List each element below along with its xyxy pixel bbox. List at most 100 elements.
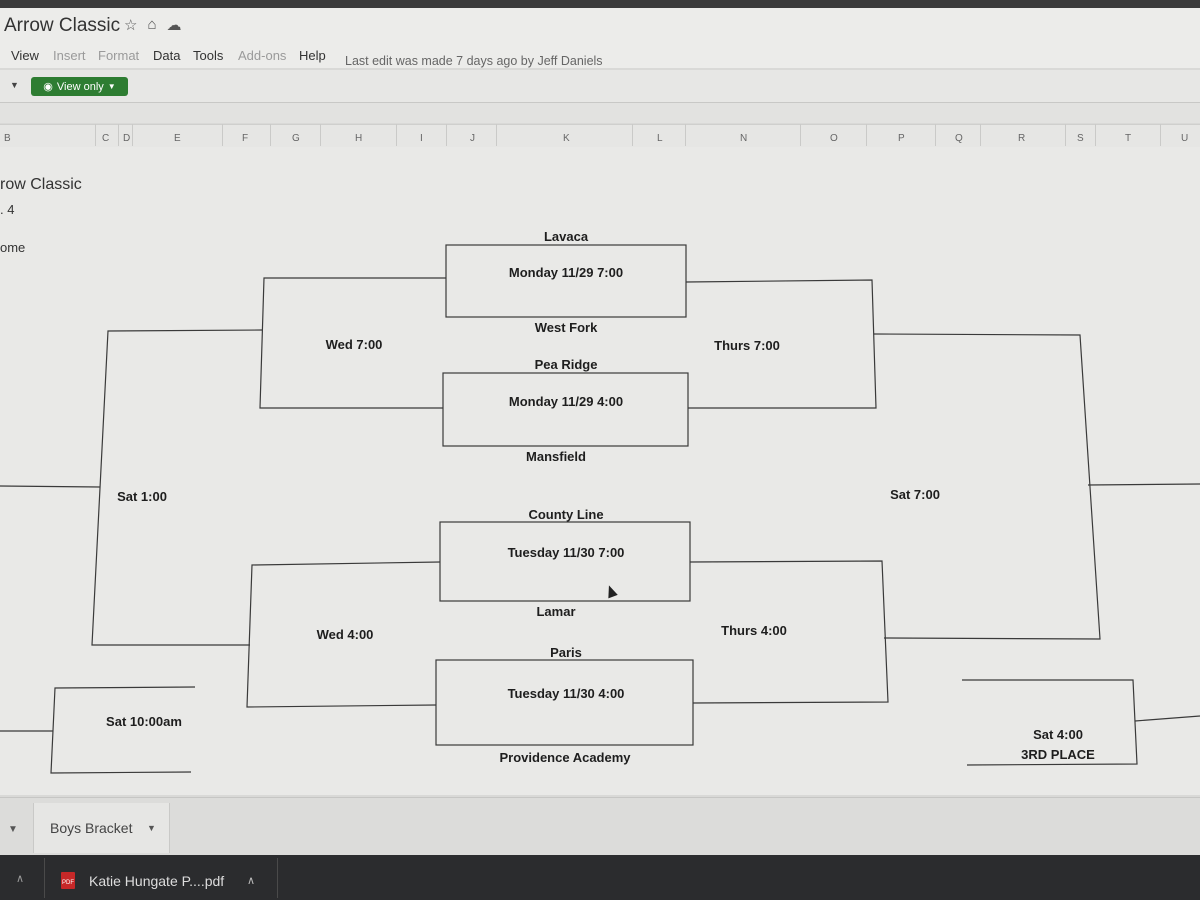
chevron-up-icon[interactable]: ∧ bbox=[16, 873, 25, 885]
menu-item-view[interactable]: View bbox=[11, 48, 39, 63]
column-divider[interactable] bbox=[632, 124, 633, 146]
column-header-e[interactable]: E bbox=[174, 133, 181, 144]
game-tue-400[interactable]: Tuesday 11/30 4:00 bbox=[507, 686, 625, 701]
sheet-tab-bar bbox=[0, 797, 1200, 856]
team-lamar[interactable]: Lamar bbox=[536, 604, 576, 619]
sheet-title-cell[interactable]: row Classic bbox=[0, 176, 82, 193]
game-wed-400[interactable]: Wed 4:00 bbox=[316, 627, 374, 642]
game-sat-700[interactable]: Sat 7:00 bbox=[890, 487, 940, 502]
bracket-thu-400 bbox=[689, 560, 889, 704]
sheet-grid[interactable] bbox=[0, 147, 1200, 795]
column-header-o[interactable]: O bbox=[830, 133, 838, 144]
tab-boys-bracket-label[interactable]: Boys Bracket bbox=[50, 820, 133, 836]
star-icon[interactable]: ☆ bbox=[124, 17, 138, 34]
column-header-n[interactable]: N bbox=[740, 133, 748, 144]
column-header-b[interactable]: B bbox=[4, 133, 11, 144]
bracket-sat-400 bbox=[962, 679, 1138, 766]
bracket-sat-700 bbox=[873, 333, 1101, 640]
menu-item-help[interactable]: Help bbox=[299, 48, 326, 63]
download-file-name[interactable]: Katie Hungate P....pdf bbox=[89, 873, 225, 889]
chevron-down-icon[interactable]: ▼ bbox=[147, 823, 156, 833]
column-divider[interactable] bbox=[800, 124, 801, 146]
menu-item-data[interactable]: Data bbox=[153, 48, 181, 63]
menu-item-add-ons[interactable]: Add-ons bbox=[238, 48, 287, 63]
game-mon-700[interactable]: Monday 11/29 7:00 bbox=[508, 265, 624, 280]
column-header-r[interactable]: R bbox=[1018, 133, 1026, 144]
column-divider[interactable] bbox=[95, 124, 96, 146]
team-county-line[interactable]: County Line bbox=[528, 507, 604, 522]
menu-bar bbox=[0, 44, 1200, 68]
column-divider[interactable] bbox=[222, 124, 223, 146]
game-sat-400[interactable]: Sat 4:00 bbox=[1033, 727, 1083, 742]
game-sat-1000[interactable]: Sat 10:00am bbox=[106, 714, 182, 729]
game-thu-700[interactable]: Thurs 7:00 bbox=[714, 338, 780, 353]
column-header-p[interactable]: P bbox=[898, 133, 905, 144]
title-bar bbox=[0, 8, 1200, 48]
game-wed-700[interactable]: Wed 7:00 bbox=[325, 337, 383, 352]
divider bbox=[277, 858, 278, 898]
cloud-status-icon[interactable]: ☁ bbox=[166, 17, 182, 34]
chevron-down-icon: ▼ bbox=[107, 82, 116, 91]
column-header-f[interactable]: F bbox=[242, 133, 249, 144]
column-divider[interactable] bbox=[396, 124, 397, 146]
team-west-fork[interactable]: West Fork bbox=[534, 320, 598, 335]
game-sat-100[interactable]: Sat 1:00 bbox=[117, 489, 167, 504]
column-header-i[interactable]: I bbox=[420, 133, 423, 144]
team-paris[interactable]: Paris bbox=[550, 645, 582, 660]
chevron-down-icon[interactable]: ▼ bbox=[8, 824, 18, 835]
move-to-drive-icon[interactable]: ⌂ bbox=[147, 16, 157, 33]
team-mansfield[interactable]: Mansfield bbox=[526, 449, 586, 464]
team-pea-ridge[interactable]: Pea Ridge bbox=[534, 357, 598, 372]
pdf-file-icon: PDF bbox=[61, 872, 75, 889]
tab-boys-bracket[interactable] bbox=[33, 803, 170, 853]
column-divider[interactable] bbox=[1160, 124, 1161, 146]
title-icons: ☆ ⌂ ☁ bbox=[124, 16, 182, 34]
column-header-q[interactable]: Q bbox=[955, 133, 963, 144]
game-tue-700[interactable]: Tuesday 11/30 7:00 bbox=[507, 545, 625, 560]
column-header-j[interactable]: J bbox=[470, 133, 475, 144]
column-divider[interactable] bbox=[685, 124, 686, 146]
game-box-tue-400 bbox=[435, 659, 694, 746]
menu-item-format[interactable]: Format bbox=[98, 48, 140, 63]
column-header-t[interactable]: T bbox=[1125, 133, 1132, 144]
game-third-place[interactable]: 3RD PLACE bbox=[1021, 747, 1095, 762]
column-divider[interactable] bbox=[446, 124, 447, 146]
column-divider[interactable] bbox=[270, 124, 271, 146]
view-only-button[interactable]: ◉ View only ▼ bbox=[31, 77, 128, 96]
bracket-line-left-out bbox=[0, 485, 101, 488]
column-divider[interactable] bbox=[980, 124, 981, 146]
game-mon-400[interactable]: Monday 11/29 4:00 bbox=[508, 394, 624, 409]
column-header-h[interactable]: H bbox=[355, 133, 363, 144]
column-divider[interactable] bbox=[132, 124, 133, 146]
last-edit-link[interactable]: Last edit was made 7 days ago by Jeff Da… bbox=[345, 54, 603, 68]
game-thu-400[interactable]: Thurs 4:00 bbox=[721, 623, 787, 638]
column-divider[interactable] bbox=[320, 124, 321, 146]
column-header-s[interactable]: S bbox=[1077, 133, 1084, 144]
column-divider[interactable] bbox=[1095, 124, 1096, 146]
bracket-sat-1000 bbox=[50, 686, 196, 774]
column-divider[interactable] bbox=[1065, 124, 1066, 146]
column-divider[interactable] bbox=[118, 124, 119, 146]
column-header-c[interactable]: C bbox=[102, 133, 110, 144]
chevron-up-icon[interactable]: ∧ bbox=[247, 875, 256, 887]
chevron-down-icon[interactable]: ▼ bbox=[10, 80, 19, 90]
document-title[interactable]: Arrow Classic bbox=[4, 15, 121, 36]
column-divider[interactable] bbox=[935, 124, 936, 146]
column-header-g[interactable]: G bbox=[292, 133, 300, 144]
column-divider[interactable] bbox=[866, 124, 867, 146]
column-header-l[interactable]: L bbox=[657, 133, 663, 144]
menu-item-tools[interactable]: Tools bbox=[193, 48, 224, 63]
team-providence-academy[interactable]: Providence Academy bbox=[499, 750, 631, 765]
column-header-d[interactable]: D bbox=[123, 133, 131, 144]
bracket-sat-100 bbox=[91, 329, 263, 646]
menu-item-insert[interactable]: Insert bbox=[53, 48, 86, 63]
team-lavaca[interactable]: Lavaca bbox=[543, 229, 589, 244]
column-divider[interactable] bbox=[496, 124, 497, 146]
column-header-u[interactable]: U bbox=[1181, 133, 1189, 144]
sheet-note-cell[interactable]: ome bbox=[0, 240, 26, 255]
eye-icon: ◉ bbox=[43, 81, 53, 93]
column-header-k[interactable]: K bbox=[563, 133, 570, 144]
view-only-label: View only bbox=[56, 80, 104, 93]
sheet-subtitle-cell[interactable]: . 4 bbox=[0, 202, 15, 217]
